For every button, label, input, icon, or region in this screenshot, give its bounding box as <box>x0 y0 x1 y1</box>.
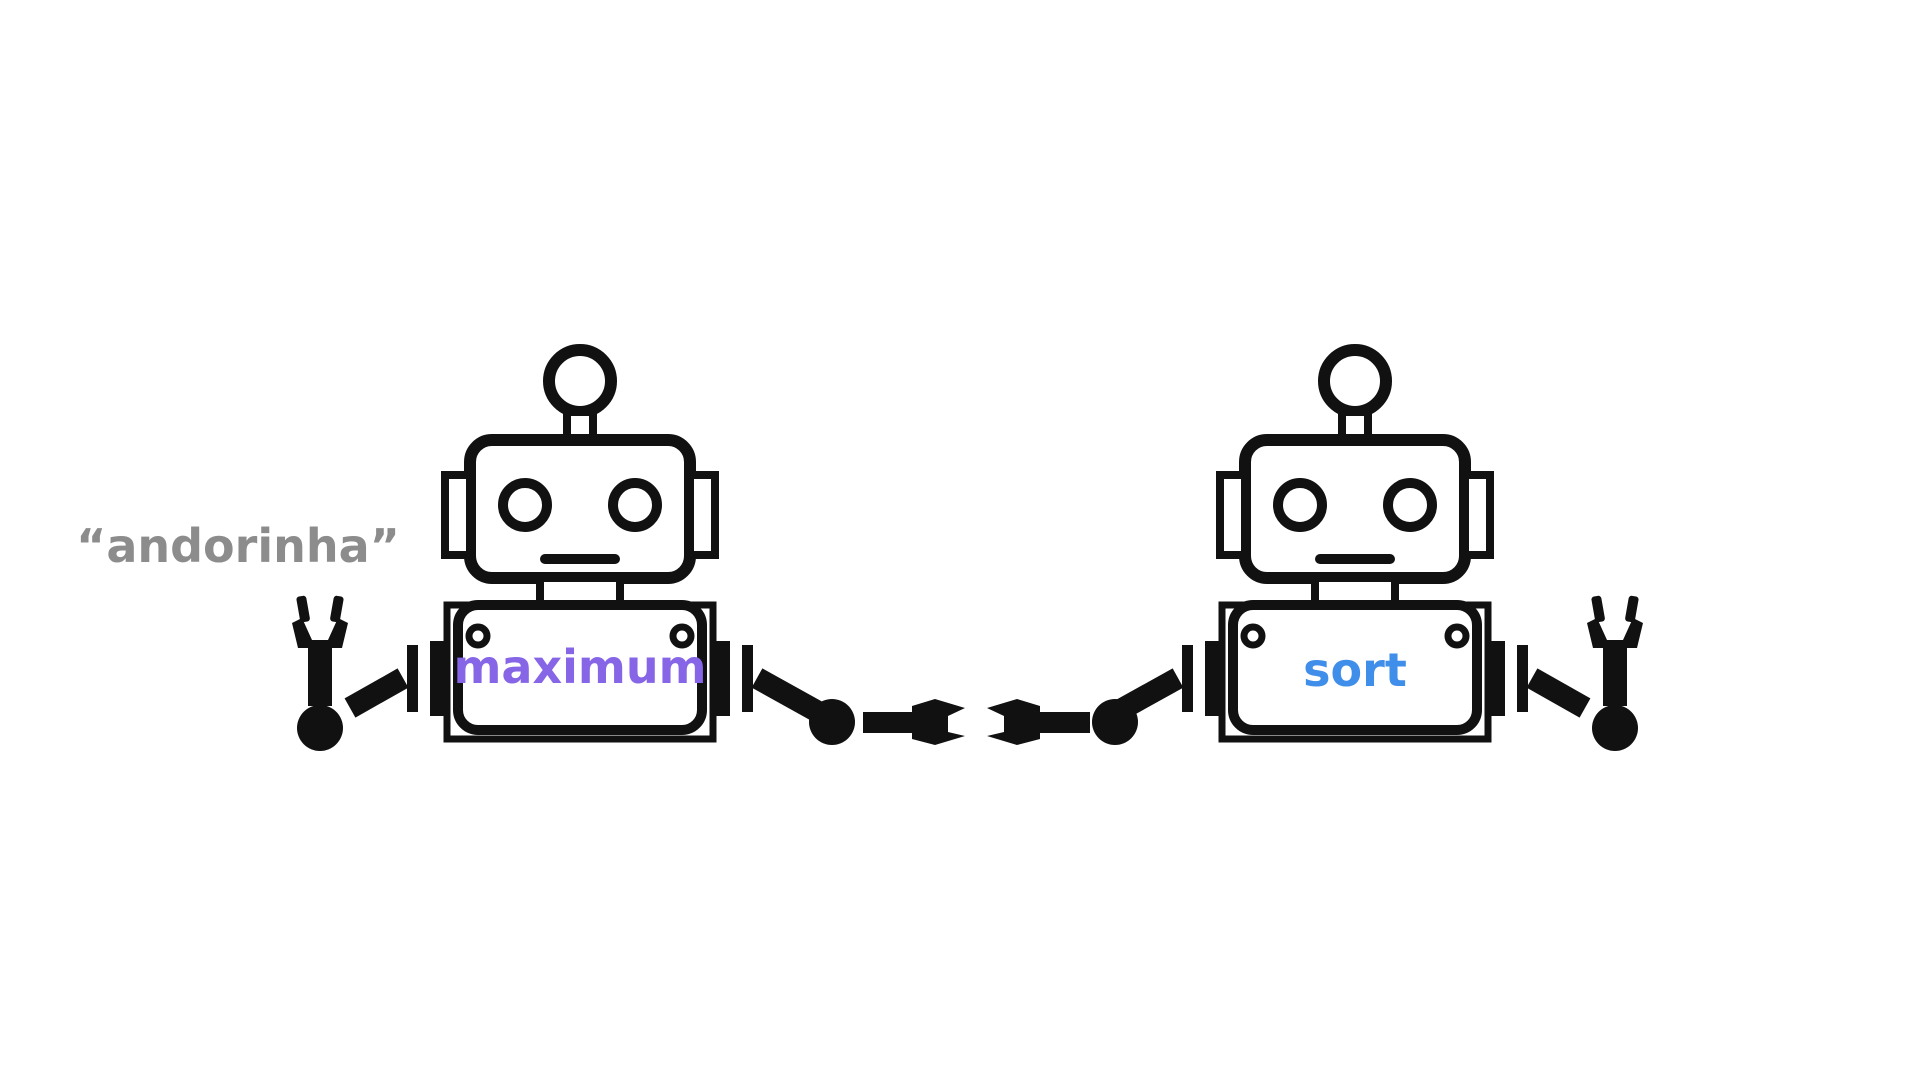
robot-maximum: maximum <box>292 350 855 751</box>
robot-label-sort: sort <box>1303 643 1407 697</box>
robot-label-maximum: maximum <box>453 640 706 694</box>
connector-plug-right <box>987 699 1040 745</box>
connector-coupling <box>863 699 1090 745</box>
input-word-label: “andorinha” <box>76 519 400 573</box>
robot-sort: sort <box>1092 350 1643 751</box>
connector-plug-left <box>912 699 965 745</box>
